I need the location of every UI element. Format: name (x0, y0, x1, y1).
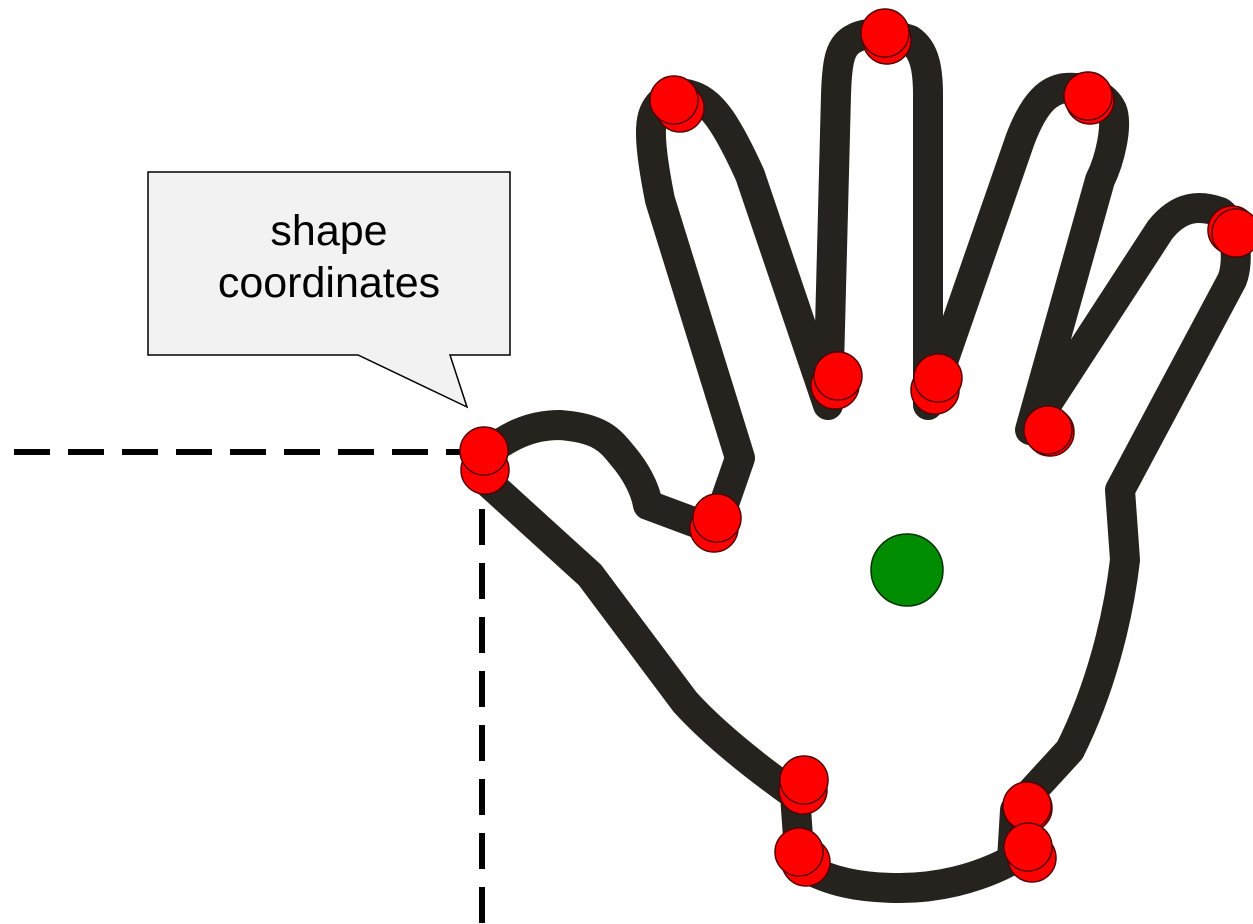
landmark-point (1023, 405, 1073, 455)
landmark-point (774, 827, 824, 877)
landmark-point (1063, 71, 1113, 121)
landmark-points (459, 8, 1253, 887)
hand-outline (465, 18, 1251, 903)
landmark-point (692, 493, 742, 543)
callout-box (147, 171, 511, 409)
landmark-point (459, 426, 509, 476)
centroid-point (870, 533, 944, 607)
landmark-point (1003, 822, 1053, 872)
landmark-point (813, 351, 863, 401)
landmark-point (649, 75, 699, 125)
landmark-point (1211, 208, 1253, 258)
callout-label-line-1: shape (270, 207, 388, 255)
landmark-point (913, 353, 963, 403)
callout-label: shape coordinates (148, 205, 510, 309)
landmark-point (779, 755, 829, 805)
landmark-point (860, 8, 910, 58)
callout-label-line-2: coordinates (217, 259, 441, 307)
